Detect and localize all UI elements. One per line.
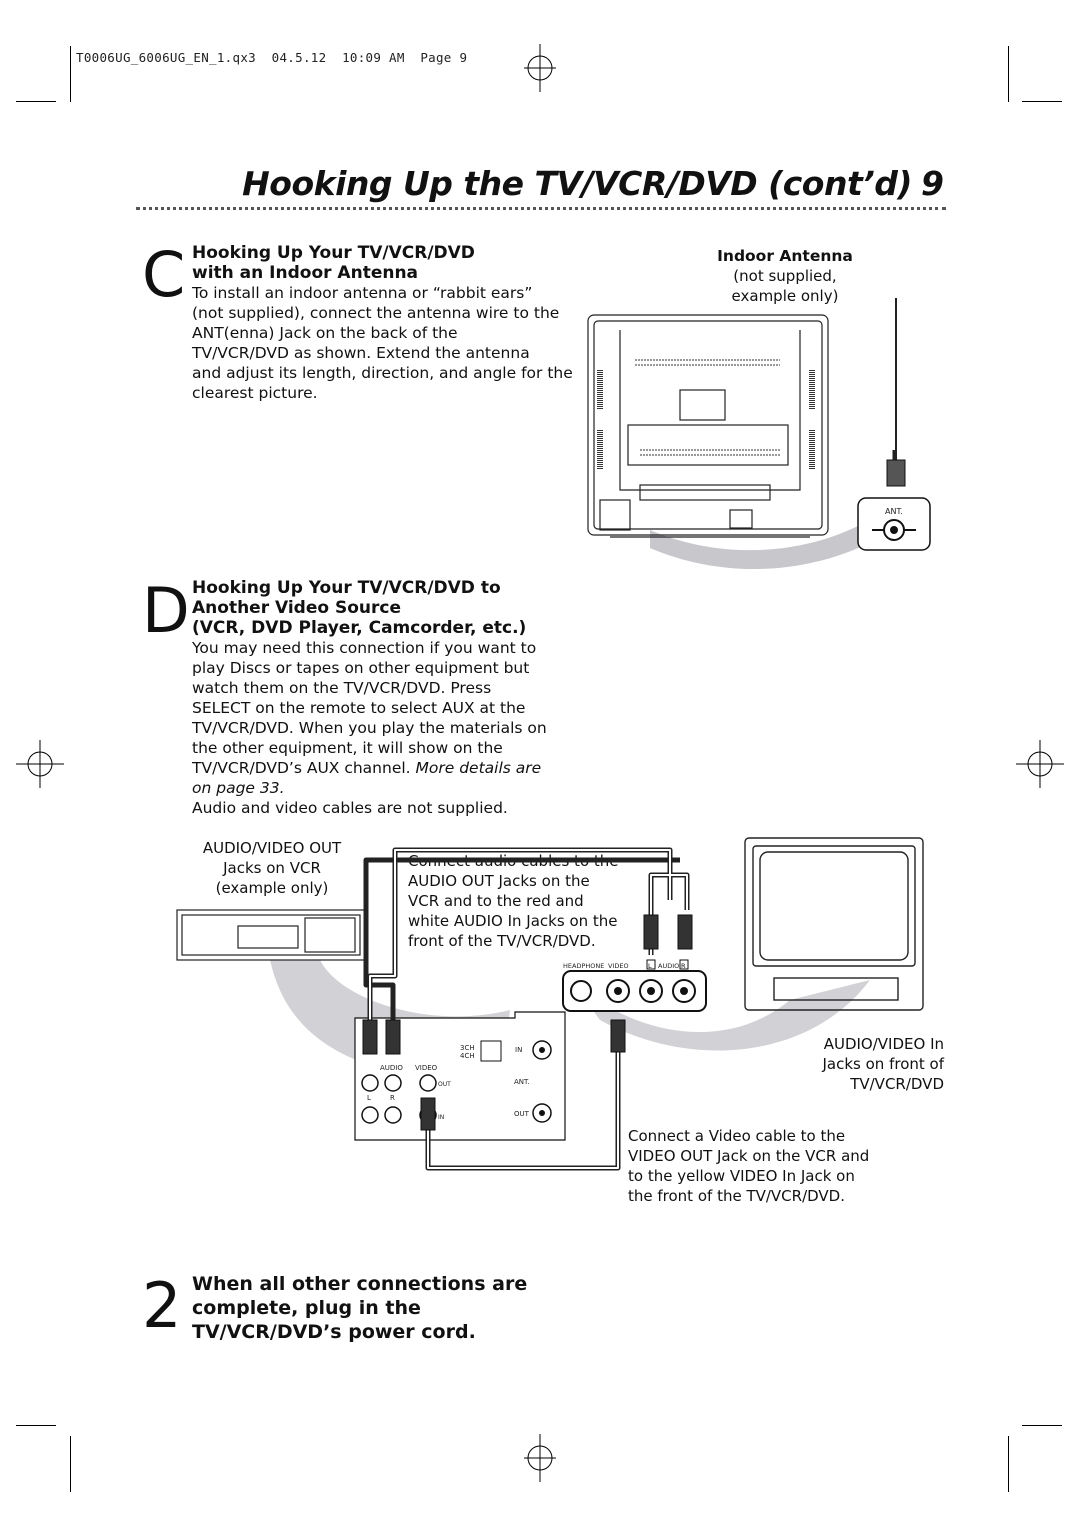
headphone-jack-label: HEADPHONE (563, 962, 604, 970)
print-slug: T0006UG_6006UG_EN_1.qx3 04.5.12 10:09 AM… (76, 50, 468, 65)
audio-jack-label: AUDIO (658, 962, 679, 970)
crop-mark (1022, 1425, 1062, 1426)
video-jack-label: VIDEO (608, 962, 629, 970)
ch3-label: 3CH (460, 1044, 475, 1052)
av-in-caption: AUDIO/VIDEO In Jacks on front of TV/VCR/… (822, 1035, 945, 1093)
crop-mark (1008, 1436, 1009, 1492)
section-letter-c: C (142, 238, 186, 311)
ant-in-label: IN (515, 1046, 522, 1054)
section-c-heading: Hooking Up Your TV/VCR/DVD with an Indoo… (192, 243, 475, 283)
connection-diagram: HEADPHONE VIDEO L AUDIO R 3CH 4CH IN AUD… (176, 837, 924, 1171)
section-d-heading: Hooking Up Your TV/VCR/DVD to Another Vi… (192, 578, 527, 638)
antenna-caption: Indoor Antenna (not supplied, example on… (717, 247, 853, 305)
page-number: 9 (921, 164, 944, 203)
crop-mark (1008, 46, 1009, 102)
vcr-video-out-label: OUT (438, 1081, 451, 1088)
video-cable-note: Connect a Video cable to the VIDEO OUT J… (628, 1127, 870, 1205)
crop-mark (16, 1425, 56, 1426)
vcr-out-label: OUT (514, 1110, 530, 1118)
step-2-text: When all other connections are complete,… (192, 1273, 528, 1343)
vcr-audio-label: AUDIO (380, 1064, 403, 1072)
left-jack-label: L (648, 962, 652, 970)
vcr-video-in-label: IN (438, 1114, 444, 1121)
section-d-body: You may need this connection if you want… (192, 639, 547, 817)
right-jack-label: R (681, 962, 686, 970)
vcr-r-label: R (390, 1094, 395, 1102)
ch4-label: 4CH (460, 1052, 475, 1060)
step-number: 2 (142, 1269, 182, 1342)
vcr-caption: AUDIO/VIDEO OUT Jacks on VCR (example on… (202, 839, 342, 897)
ant-jack-label: ANT. (885, 507, 903, 516)
crop-mark (1022, 101, 1062, 102)
vcr-video-label: VIDEO (415, 1064, 438, 1072)
vcr-ant-label: ANT. (514, 1078, 530, 1086)
section-letter-d: D (142, 574, 190, 647)
section-c-body: To install an indoor antenna or “rabbit … (192, 284, 573, 402)
page-title: Hooking Up the TV/VCR/DVD (cont’d) (242, 164, 912, 203)
dotted-divider (136, 207, 946, 210)
crop-mark (70, 1436, 71, 1492)
crop-mark (16, 101, 56, 102)
tv-rear-illustration: ANT. (587, 298, 931, 570)
vcr-l-label: L (367, 1094, 371, 1102)
crop-mark (70, 46, 71, 102)
